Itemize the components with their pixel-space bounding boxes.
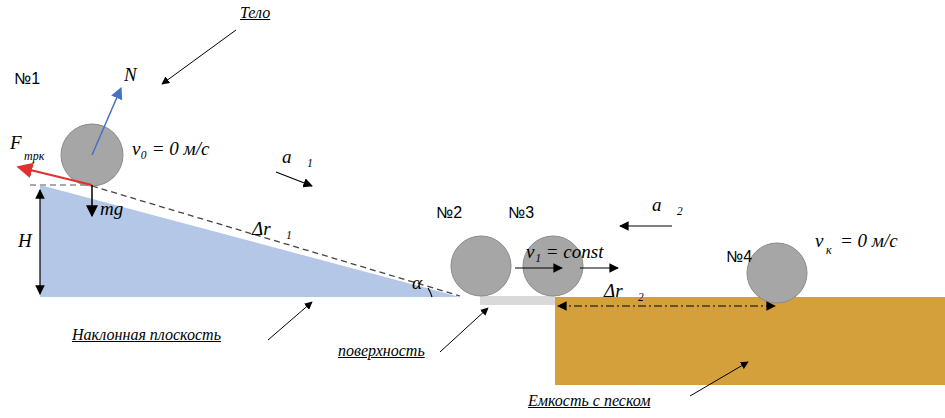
angle-label: α: [412, 272, 422, 294]
force-label: mg⃗: [100, 198, 138, 220]
velocity-subscript: к: [826, 244, 832, 258]
displacement-arrow: [558, 305, 775, 306]
displacement-line: [92, 186, 460, 296]
ball: [451, 236, 511, 296]
displacement-label: Δr⃗₁: [252, 218, 292, 240]
leader-line: [440, 308, 488, 352]
surface: [480, 296, 555, 305]
inclined-plane: [40, 185, 460, 297]
velocity-label: v₁ = const: [526, 241, 603, 263]
note-label: Тело: [240, 4, 270, 22]
force-subscript: трк: [24, 150, 44, 164]
ball: [747, 243, 807, 303]
angle-arc: [428, 288, 432, 297]
acceleration-arrow: [276, 172, 312, 186]
gravity-force: [91, 185, 93, 216]
callout-number: №4: [726, 248, 752, 266]
part-label: Наклонная плоскость: [72, 326, 221, 344]
acceleration-arrow: [620, 225, 672, 226]
leader-line: [690, 362, 748, 396]
dimension-label: H: [18, 230, 32, 252]
velocity-arrow: [580, 267, 618, 268]
callout-number: №2: [436, 204, 462, 222]
acceleration-label: a⃗₂: [652, 194, 683, 216]
velocity-label: v: [815, 230, 823, 252]
displacement-label: Δr⃗₂: [604, 280, 644, 302]
height-arrow: [39, 190, 40, 294]
part-label: Емкость с песком: [528, 392, 650, 410]
callout-number: №1: [14, 70, 40, 88]
leader-line: [162, 30, 236, 84]
force-label: N⃗: [124, 64, 151, 86]
acceleration-label: a⃗₁: [282, 146, 313, 168]
friction-force: [18, 167, 92, 185]
velocity-label: = 0 м/с: [840, 230, 898, 252]
callout-number: №3: [508, 204, 534, 222]
normal-force: [92, 88, 121, 155]
part-label: поверхность: [338, 342, 425, 360]
velocity-arrow: [515, 267, 562, 268]
sand-container: [555, 297, 945, 385]
velocity-label: v₀ = 0 м/с: [132, 138, 209, 160]
leader-line: [268, 302, 312, 340]
